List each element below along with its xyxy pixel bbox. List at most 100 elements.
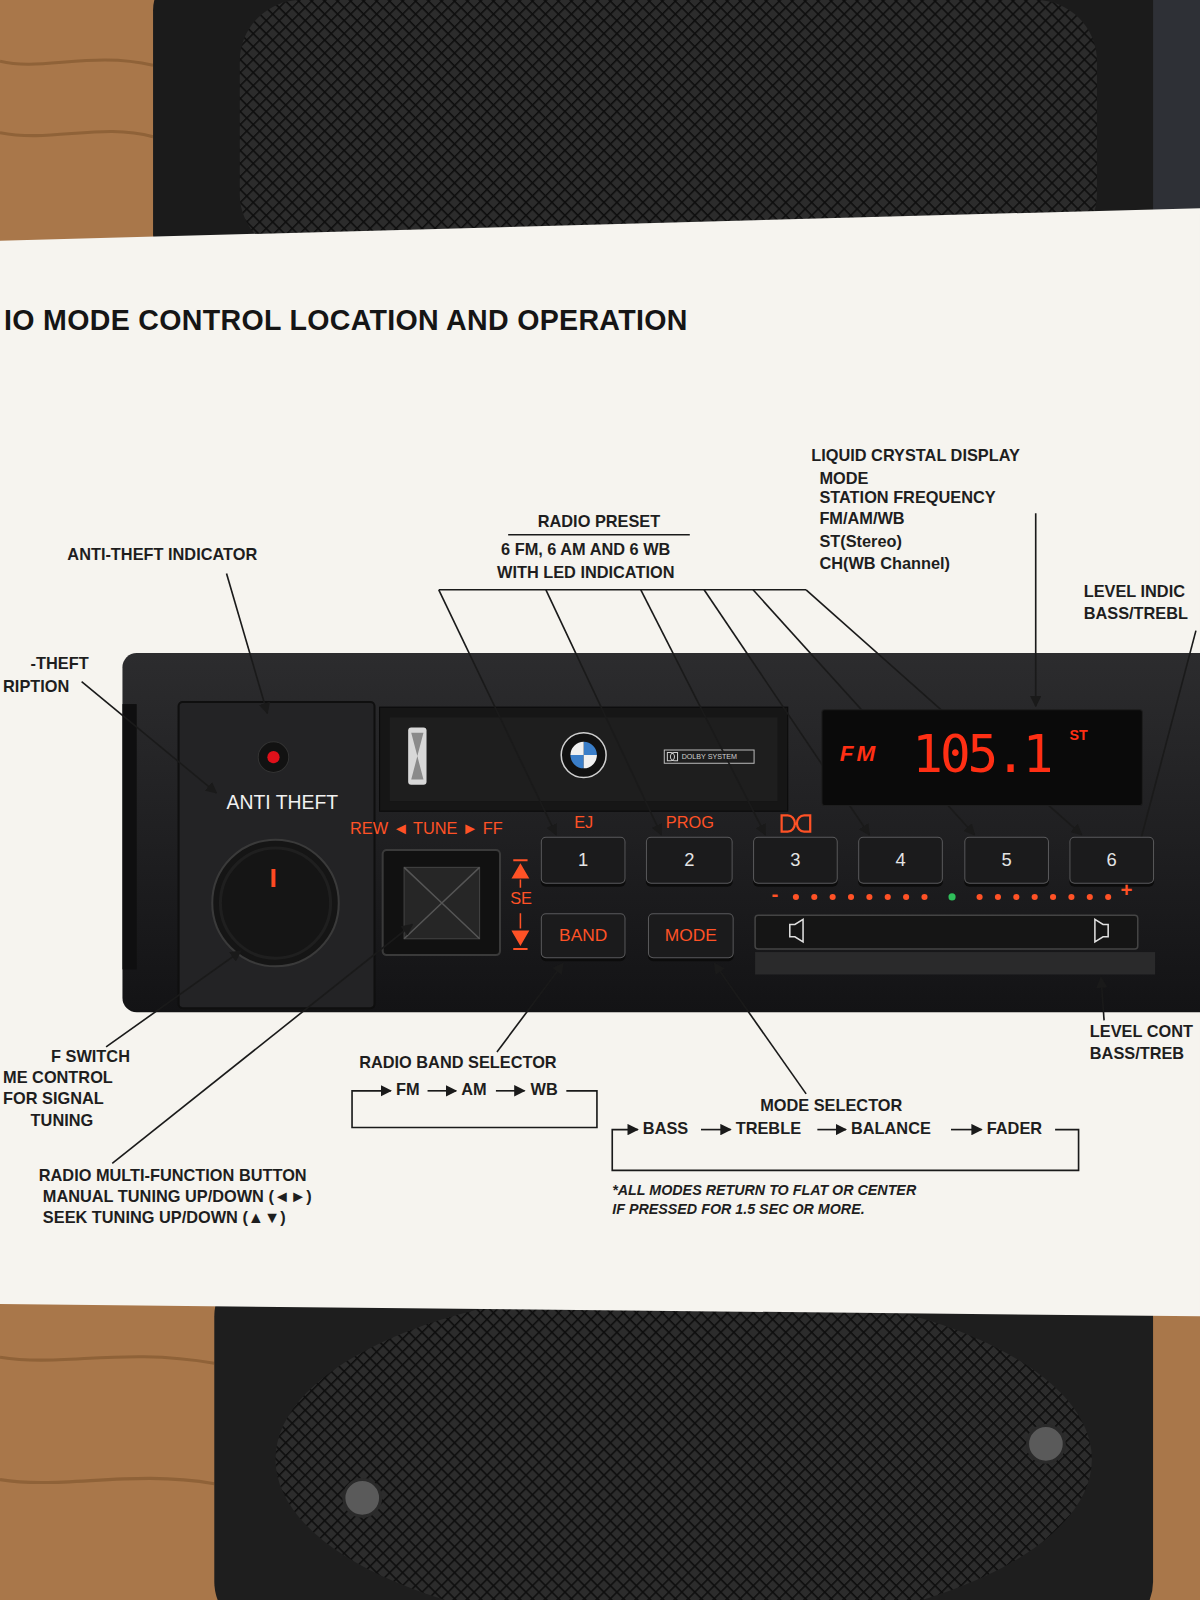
callout-label: MODE SELECTOR (760, 1097, 902, 1116)
cassette-door (380, 707, 788, 811)
center-led (948, 893, 955, 900)
mode-button: MODE (648, 913, 734, 958)
display-readout: FM (840, 741, 879, 767)
preset-button: 3 (753, 837, 838, 884)
footnote: *ALL MODES RETURN TO FLAT OR CENTER (612, 1182, 916, 1198)
display-readout: ST (1069, 727, 1087, 743)
multi-function-button (383, 850, 500, 955)
dolby-button-symbol (782, 815, 811, 831)
heading-underline (508, 534, 690, 536)
dolby-badge (664, 750, 754, 763)
level-sign: - (771, 884, 778, 904)
display-readout: 105.1 (912, 727, 1050, 786)
speaker-grille (276, 1286, 1092, 1600)
bmw-logo-white (570, 742, 597, 769)
callout-label: MANUAL TUNING UP/DOWN (◄►) (43, 1188, 312, 1207)
callout-label: MODE (819, 469, 868, 488)
radio-unit (122, 653, 1200, 1012)
knob-rim (220, 848, 330, 958)
lcd-display: FM 105.1 ST (821, 709, 1142, 806)
callout-label: LIQUID CRYSTAL DISPLAY (811, 447, 1020, 466)
callout-label: TUNING (31, 1111, 94, 1130)
speaker-frame (214, 1265, 1153, 1600)
panel-marking: SE (510, 890, 532, 909)
paper-sheet (0, 208, 1200, 1316)
callout-label: SEEK TUNING UP/DOWN (▲▼) (43, 1209, 286, 1228)
callout-label: FM/AM/WB (819, 510, 904, 529)
callout-label: LEVEL INDIC (1084, 583, 1185, 602)
preset-button: 4 (858, 837, 943, 884)
callout-label: WITH LED INDICATION (497, 563, 674, 582)
button-label: 1 (578, 849, 588, 870)
callout-label: FOR SIGNAL (3, 1090, 104, 1109)
cycle-arrow (951, 1129, 982, 1131)
multi-function-cap (404, 867, 480, 938)
leader-line (1035, 513, 1037, 706)
callout-label: BASS/TREB (1090, 1045, 1184, 1064)
callout-label: BASS (643, 1119, 688, 1138)
cycle-arrow (701, 1129, 731, 1131)
callout-label: AM (461, 1081, 486, 1100)
radio-body (122, 653, 1200, 1012)
panel-marking: PROG (666, 813, 714, 832)
button-label: 6 (1107, 849, 1117, 870)
anti-theft-panel (179, 702, 375, 1008)
page-title: IO MODE CONTROL LOCATION AND OPERATION (4, 304, 688, 337)
callout-label: STATION FREQUENCY (819, 489, 995, 508)
speaker-icon (790, 919, 803, 941)
tape-icon (408, 728, 426, 785)
panel-marking: EJ (574, 813, 593, 832)
callout-label: LEVEL CONT (1090, 1022, 1193, 1041)
callout-label: BASS/TREBL (1084, 605, 1188, 624)
preset-button: 6 (1069, 837, 1154, 884)
callout-label: ANTI-THEFT INDICATOR (67, 546, 257, 565)
level-sign: + (1120, 880, 1132, 900)
panel-marking: ANTI THEFT (227, 792, 339, 814)
button-label: 2 (684, 849, 694, 870)
panel-marking: REW ◄ TUNE ► FF (350, 819, 503, 838)
preset-button: 2 (646, 837, 733, 884)
anti-theft-led (267, 751, 279, 763)
cycle-arrow (817, 1129, 846, 1131)
button-label: 4 (895, 849, 905, 870)
button-label: 3 (790, 849, 800, 870)
preset-button: 1 (541, 837, 626, 884)
screw (344, 1480, 381, 1517)
callout-label: -THEFT (31, 655, 89, 674)
button-label: 5 (1002, 849, 1012, 870)
button-label: BAND (559, 926, 607, 946)
leader-line (106, 951, 241, 1047)
preset-button: 5 (964, 837, 1049, 884)
dolby-symbol (667, 753, 677, 761)
callout-label: ME CONTROL (3, 1068, 113, 1087)
leader-lines (82, 513, 1196, 1170)
callout-label: WB (531, 1081, 558, 1100)
level-control-rocker (755, 915, 1138, 949)
callout-label: RADIO MULTI-FUNCTION BUTTON (39, 1166, 307, 1185)
leader-line (641, 590, 765, 835)
volume-knob (212, 840, 339, 967)
bmw-logo (561, 733, 606, 778)
bmw-logo-blue (570, 742, 597, 769)
callout-label: ST(Stereo) (819, 533, 902, 552)
callout-label: RIPTION (3, 678, 69, 697)
callout-label: 6 FM, 6 AM AND 6 WB (501, 541, 670, 560)
preset-bracket (439, 589, 806, 591)
tape-icon-detail (411, 733, 423, 780)
leader-line (1101, 978, 1104, 1021)
screw (1028, 1426, 1065, 1463)
radio-lip (755, 952, 1155, 974)
cycle-arrow (428, 1090, 457, 1092)
leader-line (714, 963, 806, 1094)
leader-line (439, 590, 556, 835)
callout-label: FADER (987, 1119, 1042, 1138)
led-bezel (258, 742, 289, 773)
level-led-row (793, 894, 1111, 900)
callout-label: RADIO BAND SELECTOR (359, 1054, 556, 1073)
leader-line (82, 682, 217, 793)
badge-text: DOLBY SYSTEM (682, 753, 737, 760)
callout-label: RADIO PRESET (538, 512, 660, 531)
callout-label: CH(WB Channel) (819, 555, 950, 574)
callout-label: FM (396, 1081, 420, 1100)
